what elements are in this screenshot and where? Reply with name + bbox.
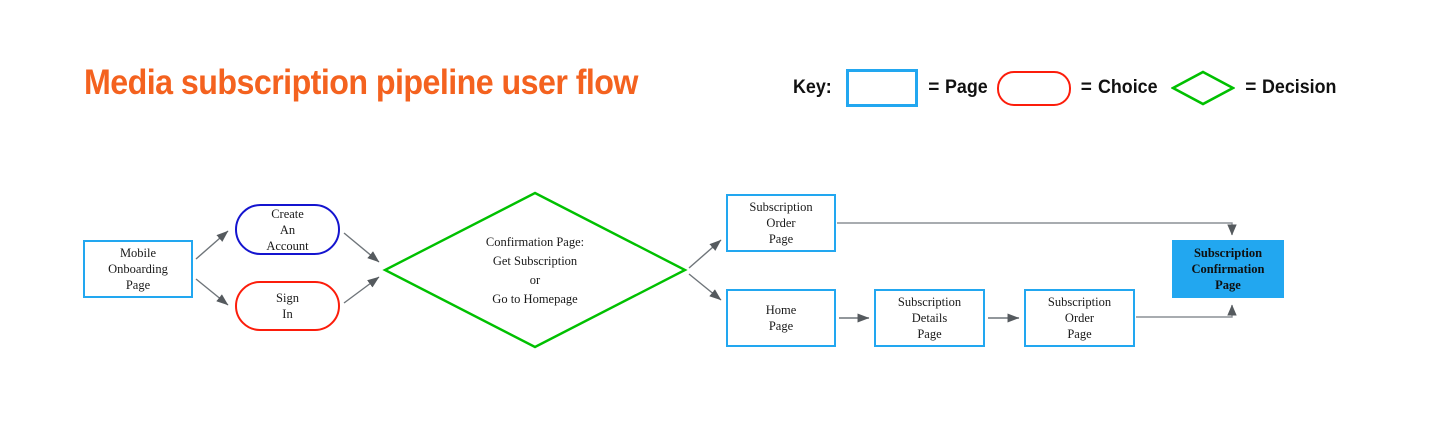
node-line: Page (768, 232, 794, 246)
node-home-page[interactable]: Home Page (726, 289, 836, 347)
node-line: In (282, 307, 293, 321)
legend-page-rectangle-icon (846, 69, 919, 107)
node-line: Page (1067, 327, 1092, 341)
legend-decision-diamond-icon (1170, 70, 1236, 106)
node-line: Get Subscription (492, 254, 578, 268)
node-subscription-confirmation-page[interactable]: Subscription Confirmation Page (1172, 240, 1284, 298)
page-title: Media subscription pipeline user flow (84, 63, 638, 102)
node-line: Order (1064, 311, 1095, 325)
edge-decision-to-subscription-order-top (688, 239, 722, 269)
node-line: Confirmation (1191, 262, 1265, 276)
node-line: Subscription (1047, 295, 1112, 309)
legend-decision-label: Decision (1262, 77, 1337, 98)
node-mobile-onboarding-page[interactable]: Mobile Onboarding Page (83, 240, 193, 298)
node-line: Onboarding (108, 262, 168, 276)
edge-onboarding-to-sign-in (195, 278, 229, 306)
node-line: Create (271, 206, 304, 221)
edge-create-account-to-decision (343, 232, 380, 263)
node-line: Page (125, 278, 151, 292)
node-line: Sign (276, 291, 299, 305)
node-create-an-account[interactable]: Create An Account (235, 204, 340, 255)
node-line: Subscription (1193, 246, 1263, 260)
node-line: Account (266, 238, 309, 253)
node-subscription-order-page-top[interactable]: Subscription Order Page (726, 194, 836, 252)
edge-decision-to-home-page (688, 273, 722, 301)
node-line: Mobile (119, 246, 157, 260)
node-subscription-order-page-bottom[interactable]: Subscription Order Page (1024, 289, 1135, 347)
node-line: Home (765, 303, 797, 317)
node-line: Subscription (897, 295, 962, 309)
node-subscription-details-page[interactable]: Subscription Details Page (874, 289, 985, 347)
edge-subscription-order-top-to-confirmation (837, 222, 1237, 236)
node-line: or (529, 273, 541, 287)
legend-choice-label: Choice (1097, 77, 1158, 98)
legend-equals-page: = (928, 77, 940, 98)
node-line: Go to Homepage (492, 292, 578, 306)
node-line: Details (911, 311, 948, 325)
edge-subscription-order-bottom-to-confirmation (1136, 304, 1237, 318)
node-confirmation-decision[interactable]: Confirmation Page: Get Subscription or G… (430, 235, 640, 307)
node-line: Confirmation Page: (485, 235, 585, 249)
legend-page-label: Page (945, 77, 988, 98)
node-line: Page (768, 319, 794, 333)
node-line: Page (1215, 278, 1241, 292)
legend-equals-choice: = (1080, 77, 1092, 98)
legend-key-label: Key: (793, 77, 832, 98)
legend-choice-rounded-icon (996, 70, 1071, 106)
node-line: Order (766, 216, 796, 230)
node-line: An (279, 222, 296, 237)
node-line: Subscription (749, 200, 813, 214)
node-sign-in[interactable]: Sign In (235, 281, 340, 331)
edge-onboarding-to-create-account (195, 230, 229, 260)
legend: Key: = Page = Choice = Decision (793, 68, 1342, 108)
edge-sign-in-to-decision (343, 276, 380, 304)
node-line: Page (917, 327, 942, 341)
legend-equals-decision: = (1245, 77, 1257, 98)
